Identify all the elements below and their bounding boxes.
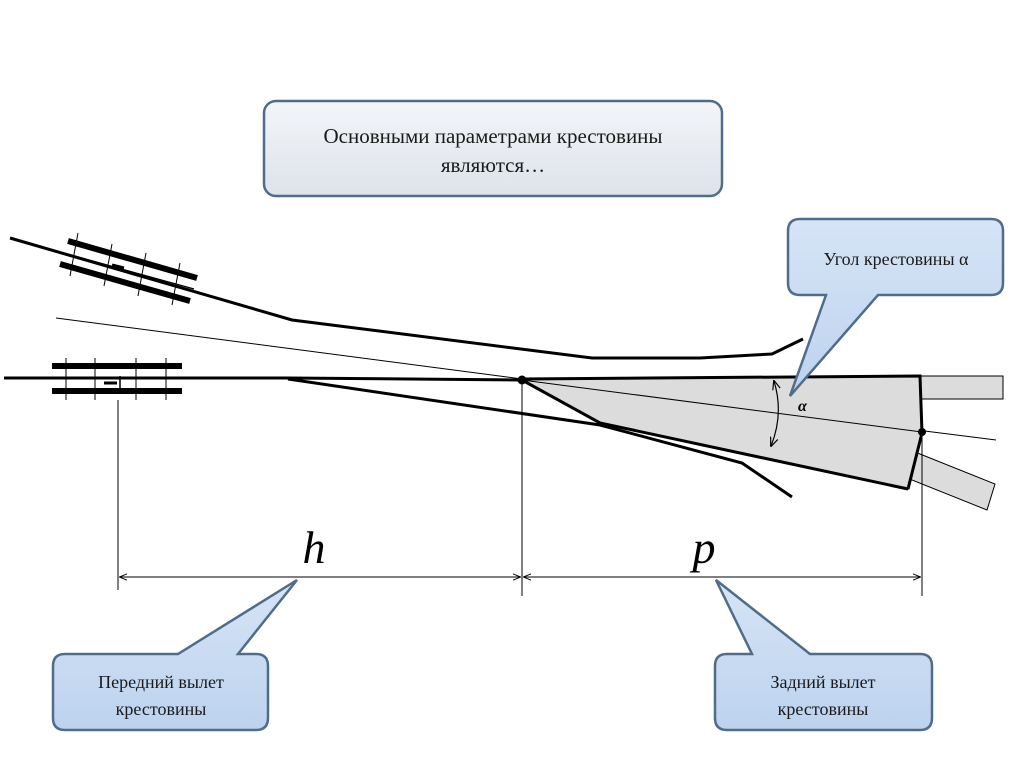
- rear-callout-line-1: Задний вылет: [771, 672, 876, 692]
- title-line-1: Основными параметрами крестовины: [323, 124, 662, 148]
- angle-arc: [771, 381, 778, 446]
- front-dimension-label: h: [303, 522, 326, 573]
- front-callout: Передний вылет крестовины: [51, 578, 298, 732]
- frog-wing: [519, 375, 923, 490]
- angle-symbol: α: [798, 398, 808, 415]
- frog-core: α: [517, 374, 1004, 511]
- upper-rail: [9, 236, 804, 360]
- angle-callout: Угол крестовины α: [786, 217, 1005, 397]
- sleeper-upper: [59, 232, 198, 306]
- straight-rail: [4, 376, 523, 382]
- front-callout-line-2: крестовины: [116, 699, 207, 719]
- frog-point: [517, 375, 527, 385]
- rear-rail-diverging: [906, 451, 996, 511]
- sleeper-lower: [52, 358, 182, 400]
- dimension-lines: [117, 384, 923, 596]
- title-box: Основными параметрами крестовины являютс…: [262, 99, 724, 198]
- lower-rail: [287, 377, 793, 499]
- frog-tail-point: [918, 428, 926, 436]
- title-line-2: являются…: [441, 153, 545, 177]
- angle-callout-text: Угол крестовины α: [824, 249, 970, 269]
- rear-callout: Задний вылет крестовины: [713, 579, 934, 732]
- rear-dimension-label: p: [690, 522, 716, 573]
- rear-rail-straight: [919, 375, 1004, 400]
- front-callout-line-1: Передний вылет: [98, 672, 224, 692]
- rear-callout-line-2: крестовины: [778, 699, 869, 719]
- upper-axis-line: [55, 317, 523, 380]
